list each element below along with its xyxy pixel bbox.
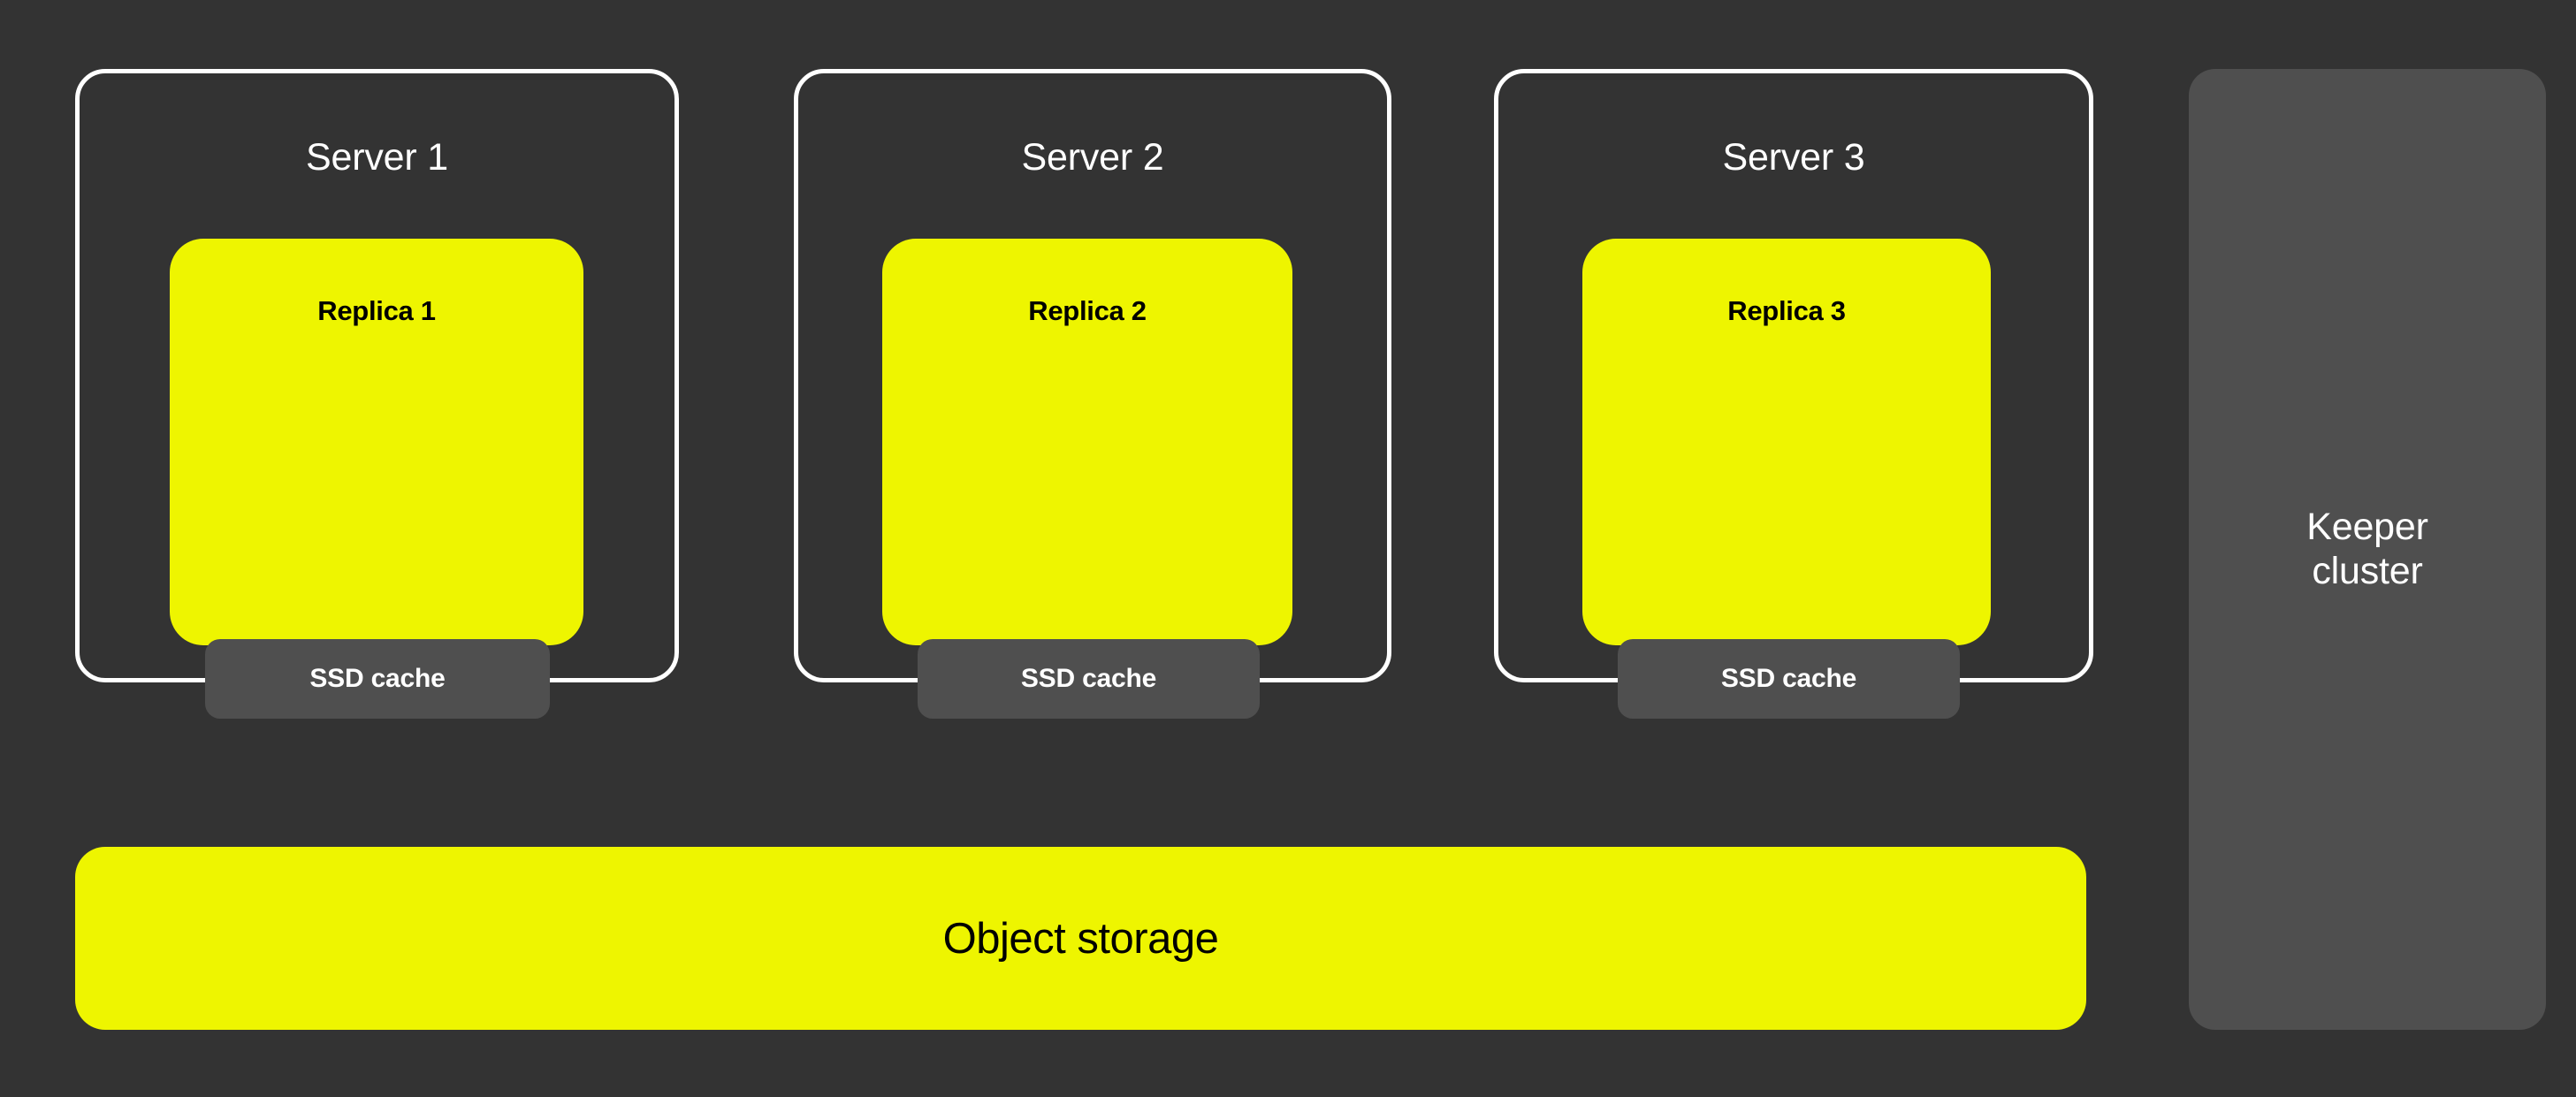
server-title-3: Server 3 [1722, 136, 1865, 179]
server-title-2: Server 2 [1021, 136, 1164, 179]
replica-label-3: Replica 3 [1727, 295, 1846, 326]
keeper-cluster-label-line1: Keeper [2306, 505, 2428, 548]
object-storage-block: Object storage [75, 847, 2086, 1030]
ssd-cache-label-3: SSD cache [1720, 664, 1857, 693]
keeper-cluster-label-line2: cluster [2312, 549, 2423, 592]
ssd-cache-1: SSD cache [205, 639, 550, 719]
server-title-1: Server 1 [306, 136, 448, 179]
replica-box-2: Replica 2 [882, 239, 1292, 645]
replica-label-1: Replica 1 [317, 295, 436, 326]
ssd-cache-2: SSD cache [918, 639, 1260, 719]
ssd-cache-label-2: SSD cache [1020, 664, 1157, 693]
object-storage-label: Object storage [942, 914, 1219, 963]
replica-box-1: Replica 1 [170, 239, 583, 645]
keeper-cluster-label: Keeper cluster [2306, 505, 2428, 594]
replica-label-2: Replica 2 [1028, 295, 1147, 326]
keeper-cluster-panel: Keeper cluster [2189, 69, 2546, 1030]
ssd-cache-3: SSD cache [1618, 639, 1960, 719]
replica-box-3: Replica 3 [1582, 239, 1991, 645]
ssd-cache-label-1: SSD cache [309, 664, 446, 693]
